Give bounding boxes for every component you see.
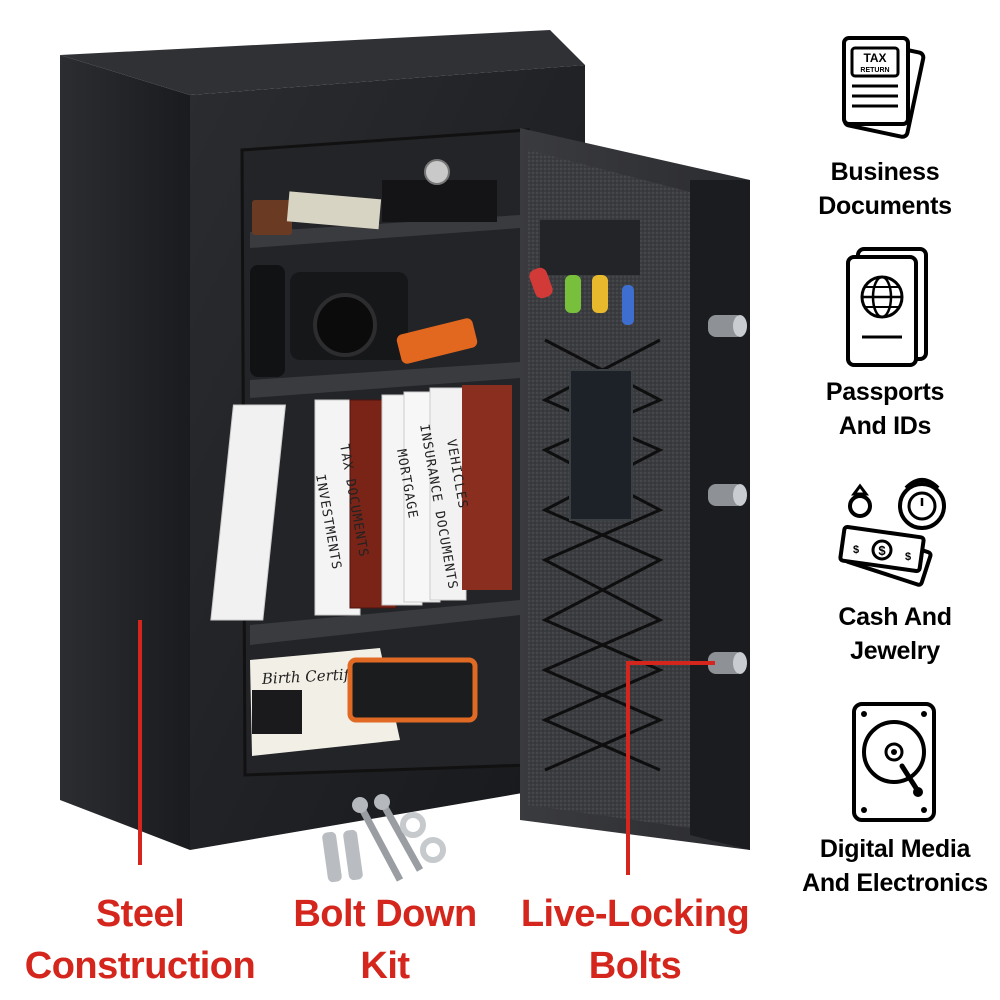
tax-return-document-icon: TAX RETURN <box>842 36 926 139</box>
feature-digital-media: Digital Media And Electronics <box>795 832 995 900</box>
feature-line1: Business <box>830 158 940 186</box>
cash-stack <box>286 191 382 230</box>
wallet <box>252 200 292 235</box>
svg-text:$: $ <box>905 551 911 563</box>
locking-bolts <box>708 315 747 674</box>
camera-lens <box>250 265 285 377</box>
shelf-top <box>250 215 520 248</box>
feature-line1: Cash And <box>838 603 952 631</box>
phone-case <box>396 318 478 364</box>
door-edge <box>690 180 750 850</box>
document-pouch <box>347 657 478 723</box>
feature-line1: Digital Media <box>819 835 971 863</box>
shelf-middle <box>250 362 520 398</box>
key-rack <box>540 220 640 275</box>
hard-drive-icon <box>852 702 936 822</box>
callout-line1: Bolt Down <box>293 893 477 935</box>
callout-bolt-down-kit: Bolt Down Kit <box>280 888 490 992</box>
jewelry-box <box>382 180 497 222</box>
feature-line2: And IDs <box>838 412 932 440</box>
feature-line1: Passports <box>825 378 945 406</box>
return-icon-text: RETURN <box>860 67 889 74</box>
svg-text:$: $ <box>853 544 859 556</box>
callout-line1: Live-Locking <box>520 893 750 935</box>
feature-business-documents: Business Documents <box>800 155 970 223</box>
feature-line2: Jewelry <box>850 637 940 665</box>
tax-icon-text: TAX <box>863 51 886 65</box>
callout-line2: Construction <box>24 945 256 987</box>
bolts-callout-line <box>626 661 715 875</box>
shelf-lower <box>250 600 520 645</box>
watch <box>424 159 450 185</box>
binders <box>210 385 512 621</box>
bolt-down-kit <box>322 794 446 883</box>
callout-line2: Kit <box>360 945 410 987</box>
callout-line2: Bolts <box>588 945 682 987</box>
safe-side-panel <box>60 55 190 850</box>
callout-live-locking-bolts: Live-Locking Bolts <box>505 888 765 992</box>
camera-main-lens <box>313 293 377 357</box>
tablet <box>569 369 633 521</box>
safe-top-panel <box>60 30 585 95</box>
feature-line2: And Electronics <box>802 869 988 897</box>
feature-cash-jewelry: Cash And Jewelry <box>810 600 980 668</box>
keys <box>529 267 634 325</box>
cash-and-jewelry-icon: $ $ $ <box>838 478 946 587</box>
feature-passports-ids: Passports And IDs <box>800 375 970 443</box>
svg-text:$: $ <box>878 543 886 558</box>
passport-icon <box>846 247 928 367</box>
callout-line1: Steel <box>95 893 185 935</box>
passport-in-safe <box>252 690 302 734</box>
callout-steel-construction: Steel Construction <box>15 888 265 992</box>
feature-line2: Documents <box>818 192 952 220</box>
